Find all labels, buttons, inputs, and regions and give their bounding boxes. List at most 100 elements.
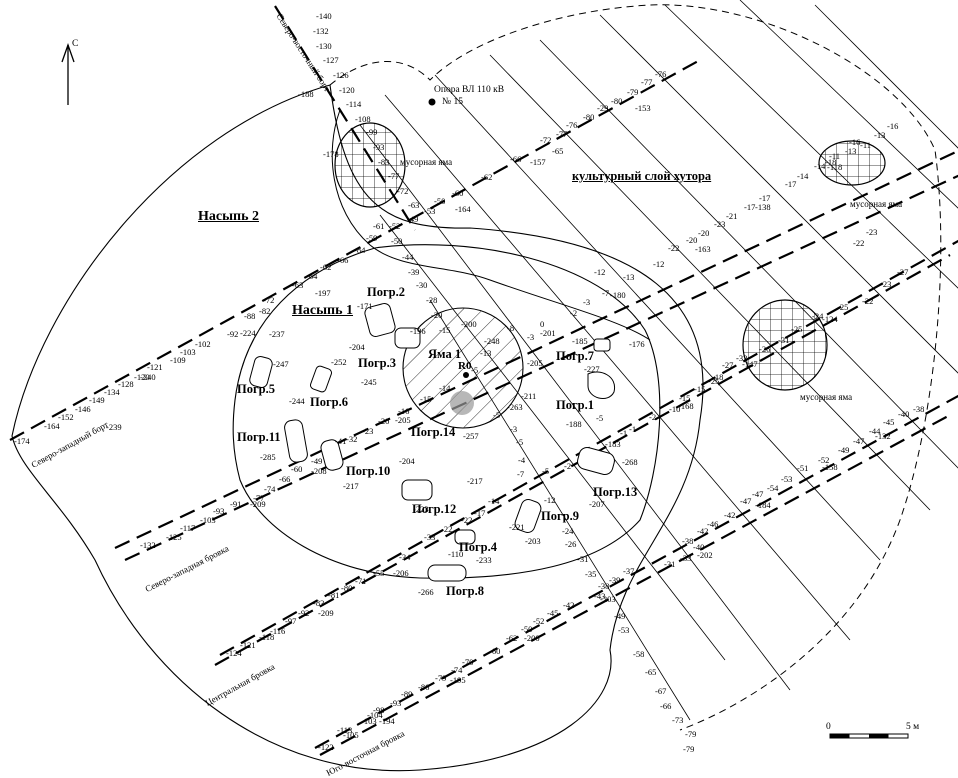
elevation-mark: -62 (481, 172, 493, 182)
elevation-mark: -86 (418, 682, 430, 692)
elevation-mark: -217 (343, 481, 359, 491)
north-label: С (72, 39, 79, 49)
elevation-mark: -163 (695, 244, 711, 254)
elevation-mark: -13 (874, 130, 886, 140)
elevation-mark: -52 (818, 455, 830, 465)
elevation-mark: -2 (570, 308, 578, 318)
elevation-mark: -203 (525, 536, 541, 546)
elevation-mark: -52 (533, 616, 545, 626)
elevation-mark: -49 (311, 456, 323, 466)
elevation-mark: -196 (410, 326, 426, 336)
elevation-mark: -118 (259, 632, 275, 642)
elevation-mark: -116 (270, 626, 286, 636)
burial-label-8: Погр.8 (446, 584, 484, 598)
mound2-title: Насыпь 2 (198, 209, 260, 224)
elevation-mark: -47 (853, 436, 865, 446)
elevation-mark: -3 (583, 297, 591, 307)
elevation-mark: -44 (869, 426, 881, 436)
elevation-mark: -103 (180, 347, 196, 357)
elevation-mark: -121 (147, 362, 163, 372)
pole-marker (428, 98, 436, 106)
elevation-mark: -76 (566, 120, 578, 130)
elevation-mark: -45 (883, 417, 895, 427)
burial-label-2: Погр.2 (367, 285, 405, 299)
elevation-mark: -15 (694, 384, 706, 394)
elevation-mark: -93 (390, 698, 402, 708)
elevation-mark: -184 (755, 500, 771, 510)
elevation-mark: -47 (740, 496, 752, 506)
elevation-mark: -38 (682, 536, 694, 546)
elevation-mark: -20 (698, 228, 710, 238)
elevation-mark: -183 (605, 439, 621, 449)
elevation-mark: -73 (672, 715, 684, 725)
elevation-mark: -158 (822, 462, 838, 472)
elevation-mark: -81 (328, 590, 340, 600)
elevation-mark: -200 (524, 633, 540, 643)
elevation-mark: -60 (489, 646, 501, 656)
elevation-mark: -285 (260, 452, 276, 462)
elevation-mark: -33 (424, 532, 436, 542)
elevation-mark: -60 (291, 464, 303, 474)
elevation-mark: -138 (755, 202, 771, 212)
burial14-shade (450, 391, 474, 415)
elevation-mark: -25 (708, 376, 720, 386)
elevation-mark: -40 (693, 542, 705, 552)
elevation-mark: -146 (75, 404, 91, 414)
elevation-mark: -23 (880, 279, 892, 289)
elevation-mark: -221 (509, 522, 525, 532)
mound1-title: Насыпь 1 (292, 303, 354, 318)
elevation-mark: -132 (140, 540, 156, 550)
elevation-mark: -84 (354, 245, 366, 255)
elevation-mark: -77 (253, 493, 265, 503)
elevation-mark: -74 (264, 484, 276, 494)
elevation-mark: -50 (391, 236, 403, 246)
elevation-mark: -65 (552, 146, 564, 156)
elevation-mark: -42 (697, 526, 709, 536)
elevation-mark: -18 (712, 372, 724, 382)
north-arrow-icon (61, 43, 75, 105)
elevation-mark: -157 (530, 157, 546, 167)
elevation-mark: -208 (311, 466, 327, 476)
elevation-mark: -227 (584, 364, 600, 374)
elevation-mark: -152 (58, 412, 74, 422)
burial-label-10: Погр.10 (346, 464, 391, 478)
elevation-mark: -11 (829, 151, 841, 161)
burial-label-12: Погр.12 (412, 502, 457, 516)
pole-label: Опора ВЛ 110 кВ (434, 85, 505, 95)
pit1 (402, 307, 524, 429)
elevation-mark: -72 (540, 135, 552, 145)
elevation-mark: -178 (323, 149, 339, 159)
burial-label-3: Погр.3 (358, 356, 396, 370)
elevation-mark: -82 (259, 306, 271, 316)
elevation-mark: -205 (527, 358, 543, 368)
elevation-mark: -224 (240, 328, 256, 338)
elevation-mark: -164 (455, 204, 471, 214)
elevation-mark: -217 (467, 476, 483, 486)
elevation-mark: -5 (516, 437, 524, 447)
elevation-mark: -63 (408, 200, 420, 210)
elevation-mark: -93 (213, 506, 225, 516)
elevation-mark: -47 (752, 489, 764, 499)
burial-label-11: Погр.11 (237, 430, 281, 444)
elevation-mark: -237 (269, 329, 285, 339)
elevation-mark: -105 (343, 730, 359, 740)
elevation-mark: -23 (362, 426, 374, 436)
elevation-mark: -185 (572, 336, 588, 346)
trash-pit-label-2: мусорная яма (800, 392, 853, 402)
elevation-mark: -15 (679, 393, 691, 403)
elevation-mark: -125 (166, 532, 182, 542)
elevation-mark: -103 (200, 515, 216, 525)
elevation-mark: -97 (285, 616, 297, 626)
elevation-mark: -4 (518, 455, 526, 465)
elevation-mark: -34 (399, 552, 411, 562)
elevation-mark: -188 (566, 419, 582, 429)
elevation-mark: -174 (14, 436, 30, 446)
trash-pit-3 (818, 140, 886, 186)
elevation-mark: -80 (341, 583, 353, 593)
elevation-mark: -59 (366, 233, 378, 243)
elevation-mark: -233 (476, 555, 492, 565)
elevation-mark: -22 (862, 296, 874, 306)
elevation-mark: -33 (680, 553, 692, 563)
elevation-mark: -79 (435, 673, 447, 683)
